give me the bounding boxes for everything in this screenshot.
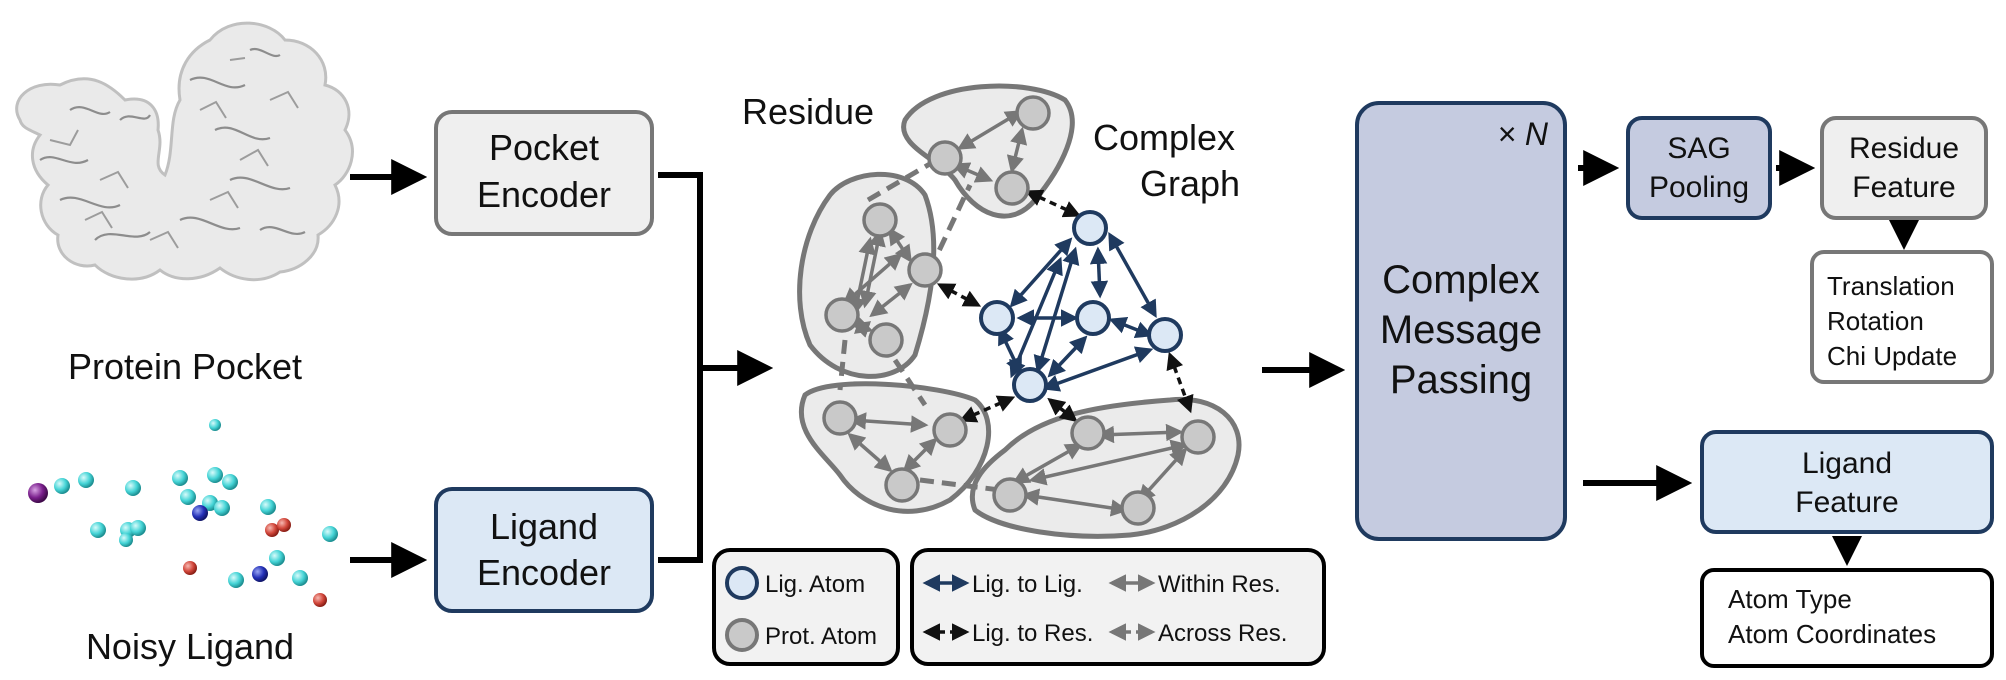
prot-atom-legend-label: Prot. Atom (765, 623, 877, 650)
within-residue-edges (842, 110, 1189, 517)
noisy-ligand-image (28, 419, 338, 607)
across-residue-edges (837, 155, 1001, 493)
ligand-encoder-line2: Encoder (477, 552, 611, 593)
residue-output-chi: Chi Update (1827, 341, 1957, 371)
ligand-outputs-box: Atom Type Atom Coordinates (1700, 568, 1994, 668)
lig-atom-swatch (725, 566, 759, 600)
prot-atom-swatch (725, 618, 759, 652)
message-passing-repeat: × N (1497, 116, 1549, 152)
ligand-feature-line2: Feature (1795, 486, 1898, 519)
lig-atom-legend-label: Lig. Atom (765, 571, 865, 598)
residue-feature-line1: Residue (1849, 132, 1959, 165)
ligand-feature-line1: Ligand (1802, 447, 1892, 480)
ligand-output-atom-coordinates: Atom Coordinates (1728, 619, 1936, 649)
message-passing-line1: Complex (1382, 258, 1540, 302)
noisy-ligand-label: Noisy Ligand (86, 626, 294, 667)
ligand-output-atom-type: Atom Type (1728, 584, 1852, 614)
protein-pocket-label: Protein Pocket (68, 346, 302, 387)
message-passing-line2: Message (1380, 308, 1542, 352)
within-res-legend-label: Within Res. (1158, 571, 1281, 598)
complex-graph-line2: Graph (1140, 163, 1240, 204)
ligand-encoder-box: Ligand Encoder (434, 487, 654, 613)
sag-pooling-line1: SAG (1667, 132, 1730, 165)
residue-label: Residue (742, 91, 874, 132)
message-passing-line3: Passing (1390, 358, 1532, 402)
ligand-feature-box: Ligand Feature (1700, 430, 1994, 534)
residue-output-rotation: Rotation (1827, 306, 1924, 336)
residue-feature-box: Residue Feature (1820, 116, 1988, 220)
pocket-encoder-line2: Encoder (477, 174, 611, 215)
lig-to-res-legend-label: Lig. to Res. (972, 620, 1093, 647)
across-res-legend-label: Across Res. (1158, 620, 1287, 647)
complex-graph-line1: Complex (1093, 117, 1235, 158)
ligand-edges (998, 231, 1157, 392)
residue-feature-line2: Feature (1852, 171, 1955, 204)
edge-legend: Lig. to Lig. Within Res. Lig. to Res. Ac… (910, 548, 1326, 666)
node-legend: Lig. Atom Prot. Atom (712, 548, 900, 666)
sag-pooling-line2: Pooling (1649, 171, 1749, 204)
pocket-encoder-box: Pocket Encoder (434, 110, 654, 236)
protein-atoms (822, 95, 1216, 526)
ligand-to-residue-edges (936, 189, 1194, 423)
residue-outputs-box: Translation Rotation Chi Update (1810, 250, 1994, 384)
residue-output-translation: Translation (1827, 271, 1955, 301)
pocket-encoder-line1: Pocket (489, 127, 599, 168)
ligand-atoms (979, 210, 1183, 403)
message-passing-box: × N Complex Message Passing (1355, 101, 1567, 541)
sag-pooling-box: SAG Pooling (1626, 116, 1772, 220)
protein-pocket-image (15, 21, 354, 282)
ligand-encoder-line1: Ligand (490, 506, 598, 547)
lig-to-lig-legend-label: Lig. to Lig. (972, 571, 1083, 598)
